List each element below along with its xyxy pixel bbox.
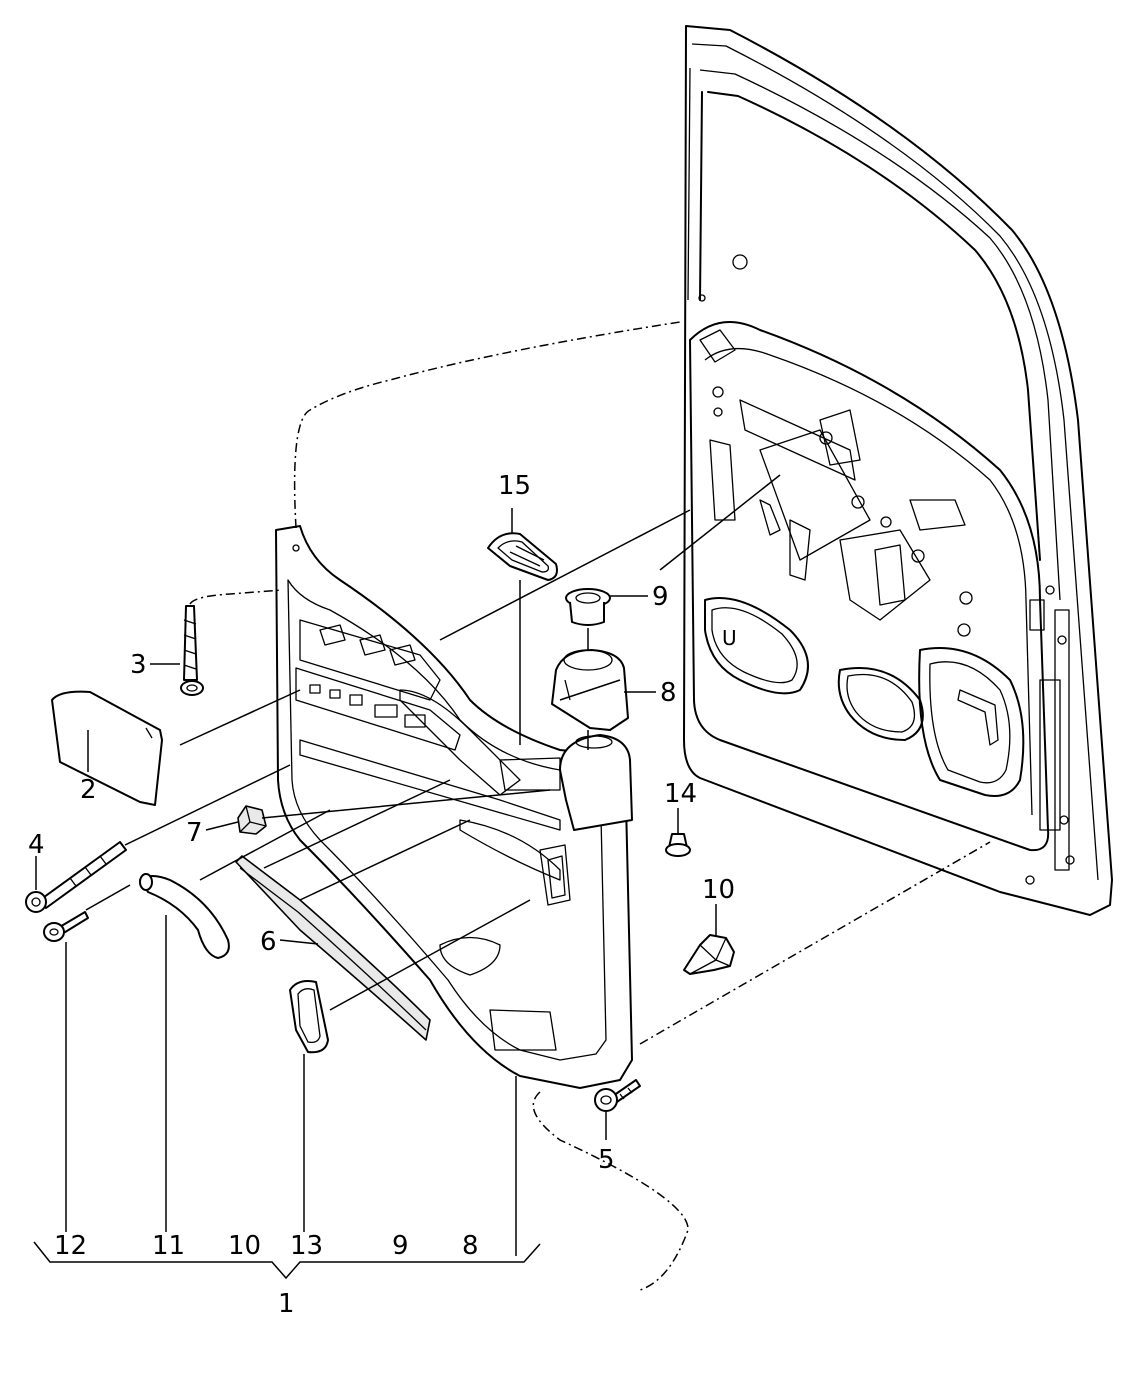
group-item-8: 8	[462, 1231, 479, 1261]
part-4-bolt	[25, 841, 127, 913]
group-item-12: 12	[54, 1231, 87, 1261]
callout-5: 5	[598, 1145, 615, 1175]
part-5-screw	[594, 1079, 641, 1112]
part-11-grip	[139, 873, 230, 959]
group-item-11: 11	[152, 1231, 185, 1261]
door-trim-panel	[275, 525, 633, 1089]
door-pocket-mark-icon: U	[722, 626, 737, 650]
part-15-cover	[487, 532, 558, 581]
callout-14: 14	[664, 779, 697, 809]
door-shell: U	[683, 25, 1113, 916]
part-12-screw	[43, 911, 89, 942]
part-2-pull-cup	[51, 690, 163, 806]
callout-labels: 1 2 3 4 5 6 7 8 9 10 14 15 12 11 10 13 9…	[28, 471, 735, 1319]
callout-leaders	[33, 508, 717, 1280]
callout-1: 1	[278, 1289, 295, 1319]
callout-9: 9	[652, 582, 669, 612]
part-13-switch-frame	[289, 980, 329, 1054]
callout-2: 2	[80, 775, 97, 805]
callout-4: 4	[28, 830, 45, 860]
group-item-9: 9	[392, 1231, 409, 1261]
part-7-clip	[237, 805, 267, 835]
group-item-10: 10	[228, 1231, 261, 1261]
callout-7: 7	[186, 818, 203, 848]
callout-6: 6	[260, 927, 277, 957]
part-9-cap	[565, 588, 611, 626]
part-14-clip	[665, 833, 691, 857]
callout-15: 15	[498, 471, 531, 501]
callout-8: 8	[660, 678, 677, 708]
callout-10: 10	[702, 875, 735, 905]
assembly-lines	[85, 321, 991, 1291]
part-10-clip	[683, 934, 735, 975]
part-6-trim-strip	[235, 855, 431, 1041]
group-item-13: 13	[290, 1231, 323, 1261]
part-3-screw	[180, 605, 204, 696]
callout-3: 3	[130, 650, 147, 680]
